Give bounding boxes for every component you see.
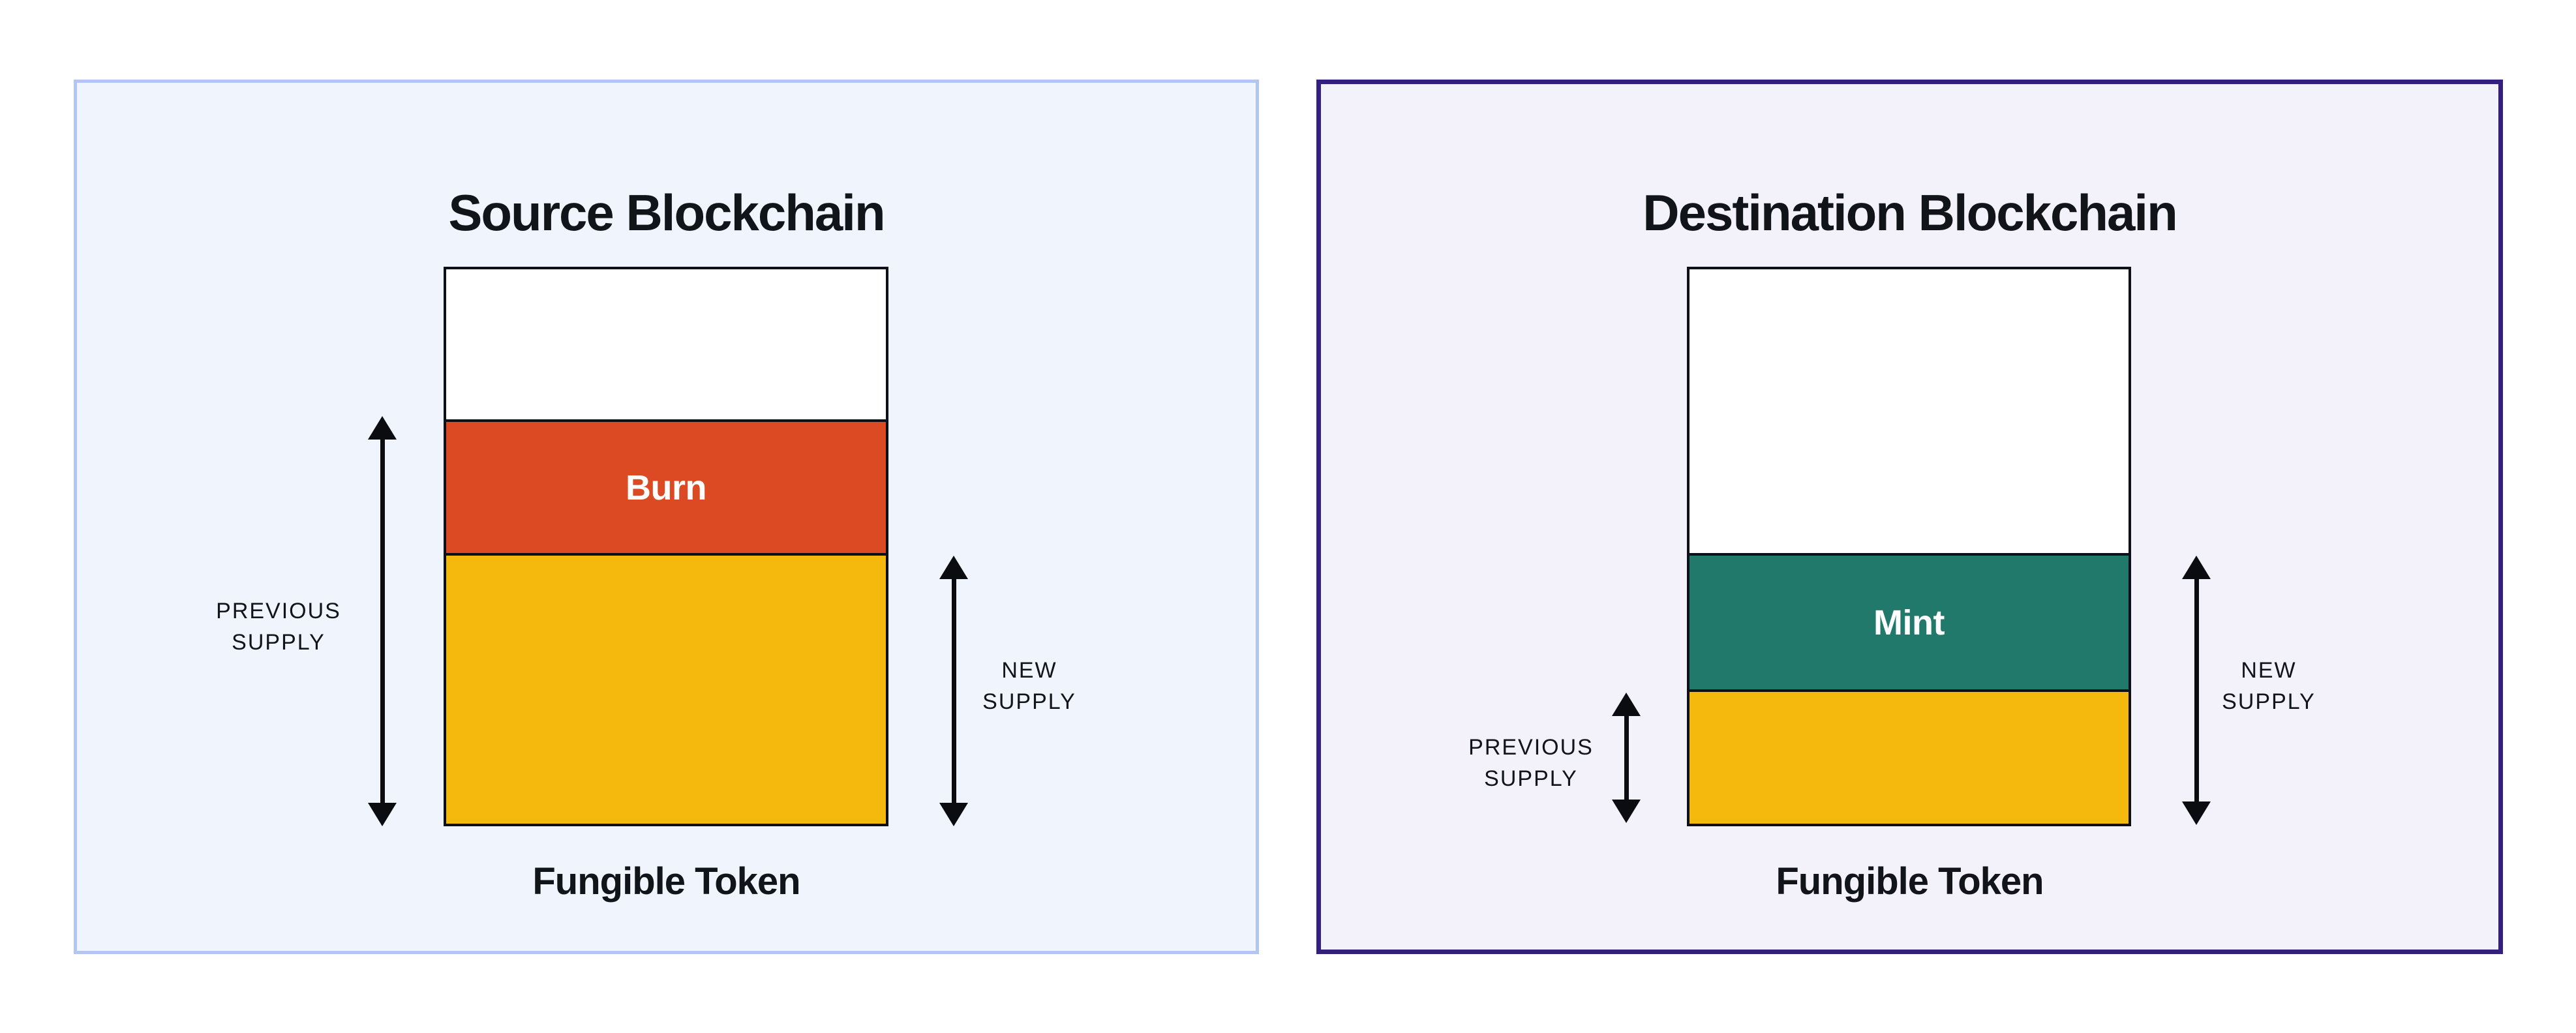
arrow-shaft [1624, 713, 1629, 802]
previous-supply-label-line2: SUPPLY [232, 630, 326, 655]
destination-new-supply-label: NEW SUPPLY [2138, 655, 2399, 717]
destination-previous-supply-arrow [1612, 693, 1641, 823]
destination-token-type-label: Fungible Token [1776, 860, 2044, 903]
source-previous-supply-arrow [368, 416, 397, 826]
destination-bar-empty-segment [1690, 269, 2129, 553]
mint-segment-label: Mint [1873, 603, 1945, 642]
arrowhead-up-icon [1612, 693, 1641, 716]
previous-supply-label-line1: PREVIOUS [216, 599, 341, 623]
source-bar-empty-segment [446, 269, 886, 419]
destination-previous-supply-label: PREVIOUS SUPPLY [1401, 732, 1661, 794]
destination-new-supply-arrow [2182, 556, 2211, 825]
destination-blockchain-panel: Destination Blockchain Mint PREVIOUS SUP… [1316, 80, 2503, 954]
arrowhead-up-icon [939, 556, 968, 579]
source-panel-title: Source Blockchain [448, 183, 885, 241]
arrowhead-down-icon [368, 803, 397, 826]
destination-panel-title: Destination Blockchain [1643, 183, 2178, 241]
arrowhead-down-icon [1612, 800, 1641, 823]
arrow-shaft [380, 437, 385, 805]
source-bar-previous-supply-segment [446, 553, 886, 824]
source-token-type-label: Fungible Token [532, 860, 800, 903]
arrowhead-down-icon [2182, 801, 2211, 825]
source-previous-supply-label: PREVIOUS SUPPLY [148, 595, 409, 658]
new-supply-label-line2: SUPPLY [2222, 689, 2316, 714]
arrow-shaft [951, 576, 956, 805]
source-bar-burn-segment: Burn [446, 419, 886, 553]
burn-segment-label: Burn [626, 468, 706, 507]
new-supply-label-line1: NEW [2241, 658, 2297, 683]
previous-supply-label-line1: PREVIOUS [1468, 735, 1594, 760]
arrowhead-up-icon [368, 416, 397, 440]
new-supply-label-line2: SUPPLY [982, 689, 1076, 714]
new-supply-label-line1: NEW [1001, 658, 1057, 683]
source-new-supply-label: NEW SUPPLY [899, 655, 1160, 717]
source-blockchain-panel: Source Blockchain Burn PREVIOUS SUPPLY N… [74, 80, 1259, 954]
previous-supply-label-line2: SUPPLY [1484, 766, 1578, 791]
destination-bar-mint-segment: Mint [1690, 553, 2129, 689]
destination-bar-previous-supply-segment [1690, 689, 2129, 824]
arrow-shaft [2194, 576, 2199, 804]
destination-token-bar: Mint [1687, 267, 2131, 826]
source-new-supply-arrow [939, 556, 968, 826]
arrowhead-up-icon [2182, 556, 2211, 579]
source-token-bar: Burn [444, 267, 888, 826]
arrowhead-down-icon [939, 803, 968, 826]
